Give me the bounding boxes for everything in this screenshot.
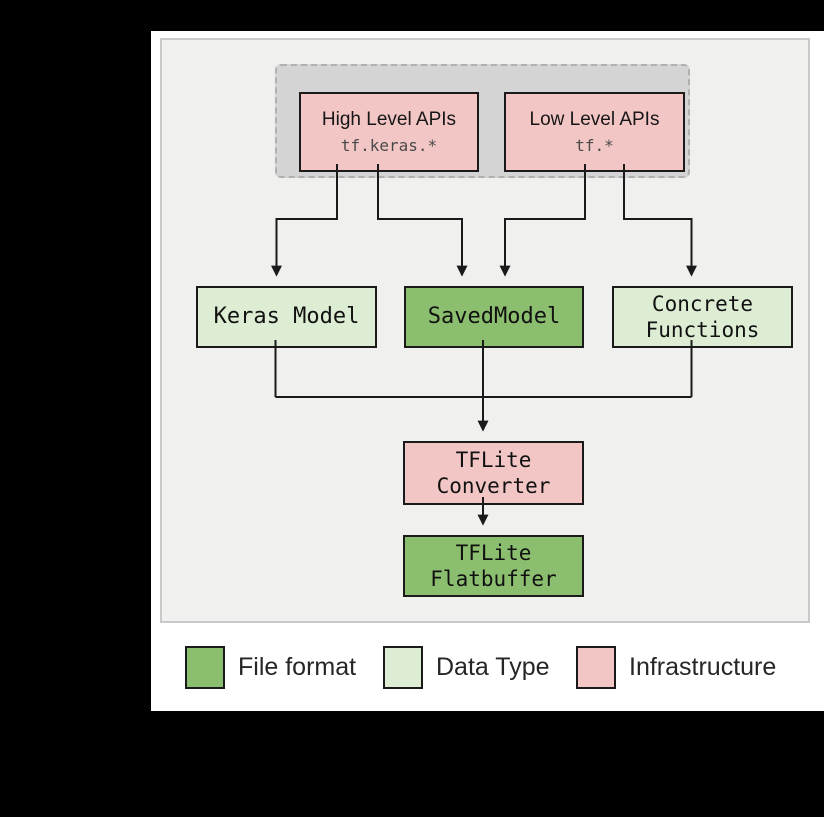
concrete-functions-label-line2: Functions	[645, 318, 760, 342]
high-level-apis-title: High Level APIs	[321, 109, 457, 130]
low-level-apis-box: Low Level APIs tf.*	[504, 92, 685, 172]
low-level-apis-code: tf.*	[575, 136, 614, 155]
concrete-functions-box: Concrete Functions	[612, 286, 793, 348]
keras-model-box: Keras Model	[196, 286, 377, 348]
tflite-converter-label-line2: Converter	[436, 474, 551, 498]
high-level-apis-code: tf.keras.*	[340, 136, 438, 155]
tflite-converter-box: TFLite Converter	[403, 441, 584, 505]
file-format-label: File format	[238, 653, 357, 681]
data-type-label: Data Type	[436, 653, 550, 681]
saved-model-box: SavedModel	[404, 286, 584, 348]
legend-item-file-format: File format	[185, 646, 356, 689]
concrete-functions-label-line1: Concrete	[651, 291, 754, 316]
keras-model-label: Keras Model	[213, 304, 360, 330]
infrastructure-label: Infrastructure	[629, 653, 777, 681]
data-type-swatch	[383, 646, 423, 689]
saved-model-label: SavedModel	[427, 304, 561, 330]
legend: File format Data Type Infrastructure	[151, 646, 824, 689]
low-level-apis-title: Low Level APIs	[529, 109, 660, 130]
diagram-panel: High Level APIs tf.keras.* Low Level API…	[160, 38, 810, 623]
high-level-apis-box: High Level APIs tf.keras.*	[299, 92, 479, 172]
legend-item-infrastructure: Infrastructure	[576, 646, 776, 689]
tflite-flatbuffer-label-line2: Flatbuffer	[430, 567, 557, 591]
tflite-flatbuffer-label-line1: TFLite	[455, 540, 532, 565]
legend-item-data-type: Data Type	[383, 646, 550, 689]
tflite-flatbuffer-box: TFLite Flatbuffer	[403, 535, 584, 597]
file-format-swatch	[185, 646, 225, 689]
diagram-sheet: High Level APIs tf.keras.* Low Level API…	[151, 31, 824, 711]
infrastructure-swatch	[576, 646, 616, 689]
tflite-converter-label-line1: TFLite	[455, 447, 532, 472]
